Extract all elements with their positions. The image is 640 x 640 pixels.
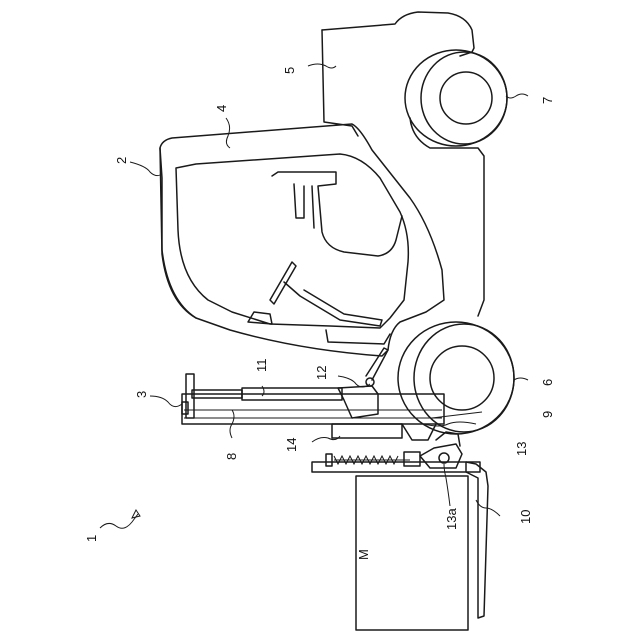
label-5: 5 xyxy=(282,67,297,74)
carriage-block xyxy=(332,424,402,438)
counterweight-body xyxy=(322,12,474,56)
label-4: 4 xyxy=(214,105,229,112)
rear-wheel xyxy=(405,50,507,146)
cabin-frame xyxy=(160,124,444,356)
carriage-bracket xyxy=(402,424,436,440)
front-wheel xyxy=(398,322,514,434)
label-1: 1 xyxy=(84,535,99,542)
tilt-bracket xyxy=(338,386,378,418)
fork-assembly xyxy=(312,462,488,618)
label-3: 3 xyxy=(134,391,149,398)
label-9: 9 xyxy=(540,411,555,418)
floor-plate xyxy=(326,330,390,344)
label-13a: 13a xyxy=(444,508,459,530)
label-12: 12 xyxy=(314,366,329,380)
label-14: 14 xyxy=(284,438,299,452)
label-2: 2 xyxy=(114,157,129,164)
label-set: 1 2 3 4 5 6 7 8 9 10 11 12 13 13a 14 M xyxy=(84,67,555,560)
steering-wheel xyxy=(270,262,296,304)
label-8: 8 xyxy=(224,453,239,460)
operator-seat xyxy=(272,172,402,256)
label-6: 6 xyxy=(540,379,555,386)
seat-back xyxy=(294,184,314,228)
label-11: 11 xyxy=(254,359,269,373)
steering-column xyxy=(284,282,382,326)
load-M xyxy=(356,476,468,630)
label-10: 10 xyxy=(518,510,533,524)
label-13: 13 xyxy=(514,442,529,456)
label-M: M xyxy=(356,549,371,560)
mast-assembly xyxy=(182,374,444,424)
label-7: 7 xyxy=(540,97,555,104)
drawing-body: 1 2 3 4 5 6 7 8 9 10 11 12 13 13a 14 M xyxy=(84,12,555,630)
cabin-inner-frame xyxy=(176,154,408,328)
